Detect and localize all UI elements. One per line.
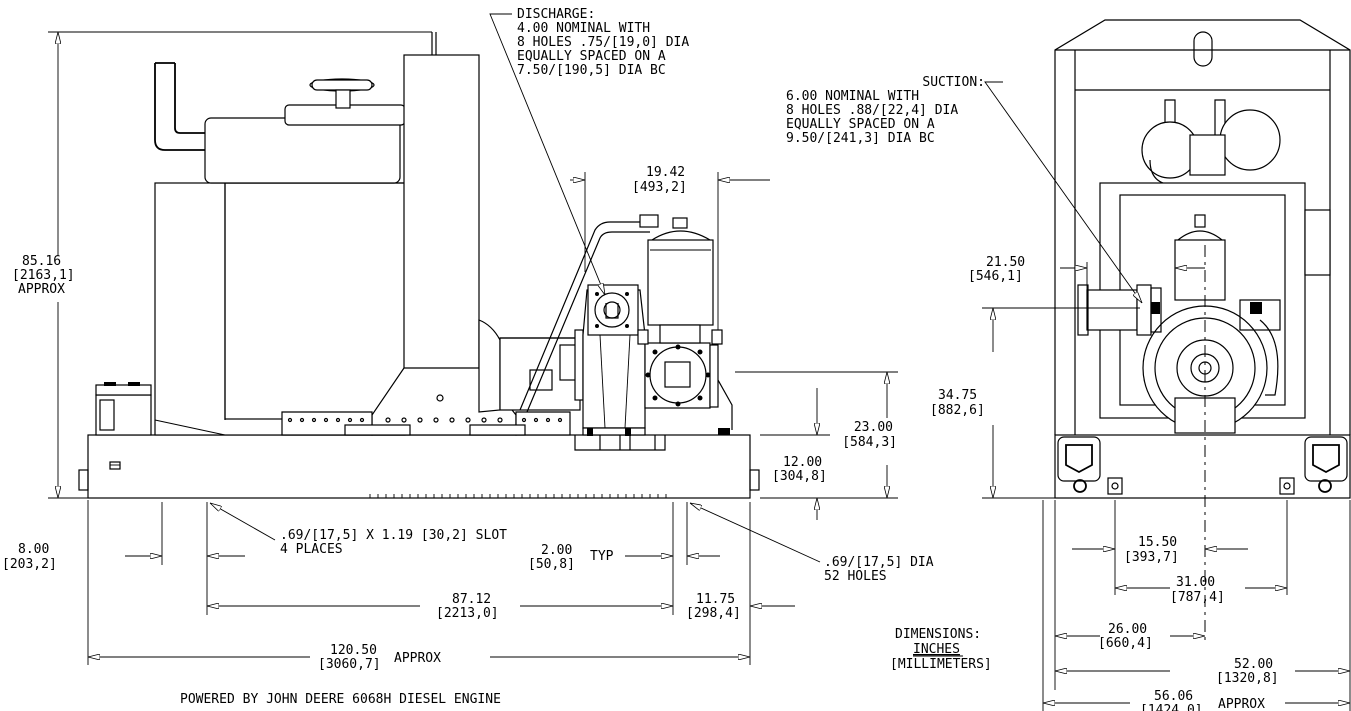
- svg-text:4.00 NOMINAL WITH: 4.00 NOMINAL WITH: [517, 21, 650, 36]
- dim-height-overall: 85.16 [2163,1] APPROX: [12, 254, 75, 297]
- end-base: [1054, 434, 1351, 499]
- dim-inner-span: 15.50 [393,7]: [1124, 535, 1179, 565]
- svg-text:[493,2]: [493,2]: [632, 180, 687, 195]
- svg-text:52.00: 52.00: [1234, 657, 1273, 672]
- svg-text:.69/[17,5] X 1.19 [30,2] SLOT: .69/[17,5] X 1.19 [30,2] SLOT: [280, 528, 507, 543]
- svg-text:[2163,1]: [2163,1]: [12, 268, 75, 283]
- svg-text:56.06: 56.06: [1154, 689, 1193, 704]
- svg-text:[1424,0]: [1424,0]: [1140, 703, 1203, 711]
- svg-text:[882,6]: [882,6]: [930, 403, 985, 418]
- svg-text:11.75: 11.75: [696, 592, 735, 607]
- svg-text:[304,8]: [304,8]: [772, 469, 827, 484]
- discharge-callout: DISCHARGE: 4.00 NOMINAL WITH 8 HOLES .75…: [517, 7, 689, 78]
- svg-text:15.50: 15.50: [1138, 535, 1177, 550]
- dim-center-offset: 26.00 [660,4]: [1098, 622, 1153, 651]
- end-priming-tank: [1174, 239, 1226, 301]
- slot-note: .69/[17,5] X 1.19 [30,2] SLOT 4 PLACES: [280, 528, 507, 557]
- svg-text:[1320,8]: [1320,8]: [1216, 671, 1279, 686]
- muffler: [204, 117, 401, 184]
- svg-text:8 HOLES .88/[22,4] DIA: 8 HOLES .88/[22,4] DIA: [786, 103, 958, 118]
- dim-length-overall: 120.50 [3060,7] APPROX: [318, 643, 441, 672]
- end-view: [982, 19, 1351, 711]
- dim-hole-span: 31.00 [787,4]: [1170, 575, 1225, 605]
- svg-text:EQUALLY SPACED ON A: EQUALLY SPACED ON A: [517, 49, 666, 64]
- dim-left-offset: 8.00 [203,2]: [2, 542, 57, 572]
- svg-text:.69/[17,5] DIA: .69/[17,5] DIA: [824, 555, 934, 570]
- stack-base-holes: [385, 394, 503, 423]
- svg-text:120.50: 120.50: [330, 643, 377, 658]
- dim-right-offset: 11.75 [298,4]: [686, 592, 741, 621]
- dim-slot-span: 87.12 [2213,0]: [436, 592, 499, 621]
- svg-text:APPROX: APPROX: [18, 282, 65, 297]
- engine-housing: [154, 182, 406, 436]
- hole-note: .69/[17,5] DIA 52 HOLES: [824, 555, 934, 584]
- svg-text:8.00: 8.00: [18, 542, 49, 557]
- dim-width-overall: 56.06 [1424,0] APPROX: [1140, 689, 1265, 711]
- svg-text:31.00: 31.00: [1176, 575, 1215, 590]
- base-skid: [87, 434, 751, 499]
- svg-text:[660,4]: [660,4]: [1098, 636, 1153, 651]
- dim-hole-spacing: 2.00 [50,8] TYP: [528, 543, 614, 572]
- svg-text:26.00: 26.00: [1108, 622, 1147, 637]
- suction-pipe: [1086, 289, 1138, 331]
- svg-text:9.50/[241,3] DIA BC: 9.50/[241,3] DIA BC: [786, 131, 935, 146]
- svg-text:SUCTION:: SUCTION:: [922, 75, 985, 90]
- svg-text:[546,1]: [546,1]: [968, 269, 1023, 284]
- dim-suction-height: 34.75 [882,6]: [930, 388, 985, 418]
- svg-text:12.00: 12.00: [783, 455, 822, 470]
- svg-text:87.12: 87.12: [452, 592, 491, 607]
- svg-text:[2213,0]: [2213,0]: [436, 606, 499, 621]
- dim-discharge-height: 23.00 [584,3]: [842, 420, 897, 450]
- base-hole-row: [369, 494, 667, 498]
- dim-base-width: 52.00 [1320,8]: [1216, 657, 1279, 686]
- svg-text:[393,7]: [393,7]: [1124, 550, 1179, 565]
- svg-text:[3060,7]: [3060,7]: [318, 657, 381, 672]
- svg-text:19.42: 19.42: [646, 165, 685, 180]
- svg-text:4 PLACES: 4 PLACES: [280, 542, 343, 557]
- engine-note: POWERED BY JOHN DEERE 6068H DIESEL ENGIN…: [180, 692, 501, 707]
- priming-tank: [647, 239, 714, 326]
- svg-text:[MILLIMETERS]: [MILLIMETERS]: [890, 657, 992, 672]
- battery-box: [95, 394, 152, 436]
- svg-text:[50,8]: [50,8]: [528, 557, 575, 572]
- svg-text:EQUALLY SPACED ON A: EQUALLY SPACED ON A: [786, 117, 935, 132]
- svg-text:DIMENSIONS:: DIMENSIONS:: [895, 627, 981, 642]
- side-view: [48, 13, 898, 665]
- svg-text:DISCHARGE:: DISCHARGE:: [517, 7, 595, 22]
- svg-text:23.00: 23.00: [854, 420, 893, 435]
- svg-text:34.75: 34.75: [938, 388, 977, 403]
- svg-text:[298,4]: [298,4]: [686, 606, 741, 621]
- svg-text:2.00: 2.00: [541, 543, 572, 558]
- exhaust-stack: [403, 54, 480, 371]
- units-legend: DIMENSIONS: INCHES [MILLIMETERS]: [890, 627, 992, 672]
- svg-text:[584,3]: [584,3]: [842, 435, 897, 450]
- svg-text:APPROX: APPROX: [394, 651, 441, 666]
- svg-text:INCHES: INCHES: [913, 642, 960, 657]
- svg-text:85.16: 85.16: [22, 254, 61, 269]
- dim-base-height: 12.00 [304,8]: [772, 455, 827, 484]
- svg-text:TYP: TYP: [590, 549, 614, 564]
- svg-text:[203,2]: [203,2]: [2, 557, 57, 572]
- dim-pump-width: 19.42 [493,2]: [632, 165, 687, 195]
- lift-eye: [1193, 31, 1213, 67]
- svg-text:52 HOLES: 52 HOLES: [824, 569, 887, 584]
- svg-text:21.50: 21.50: [986, 255, 1025, 270]
- suction-callout: SUCTION: 6.00 NOMINAL WITH 8 HOLES .88/[…: [786, 75, 985, 146]
- svg-text:6.00 NOMINAL WITH: 6.00 NOMINAL WITH: [786, 89, 919, 104]
- svg-text:[787,4]: [787,4]: [1170, 590, 1225, 605]
- svg-text:7.50/[190,5] DIA BC: 7.50/[190,5] DIA BC: [517, 63, 666, 78]
- dim-suction-offset: 21.50 [546,1]: [968, 255, 1025, 284]
- svg-text:8 HOLES .75/[19,0] DIA: 8 HOLES .75/[19,0] DIA: [517, 35, 689, 50]
- svg-text:APPROX: APPROX: [1218, 697, 1265, 711]
